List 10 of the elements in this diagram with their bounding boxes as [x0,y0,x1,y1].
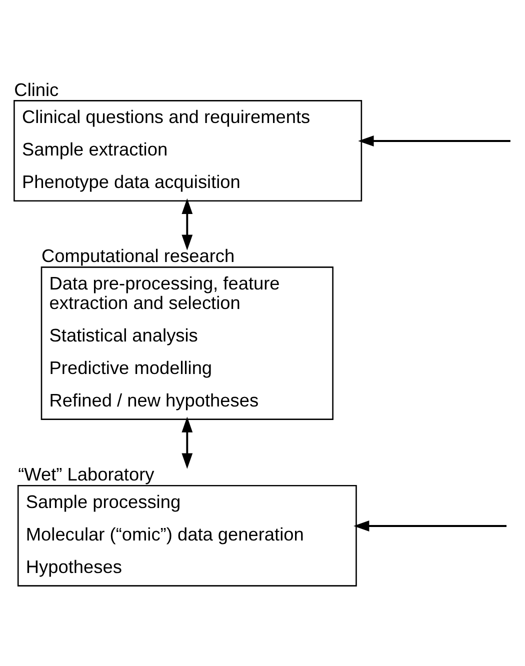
node-box: Clinical questions and requirements Sample extraction Phenotype data acquisition [14,100,362,201]
arrow [358,135,510,146]
arrow [182,416,193,468]
node-box: Sample processing Molecular (“omic”) data generation Hypotheses [17,484,357,586]
node-label: “Wet” Laboratory [18,464,154,484]
arrow [182,198,193,250]
node-label: Computational research [42,246,235,266]
node-box: Data pre-processing, feature extraction and selection Statistical analysis Predictive modelling Refined / new hypotheses [40,266,334,420]
arrow [354,520,506,531]
node-label: Clinic [14,79,59,100]
